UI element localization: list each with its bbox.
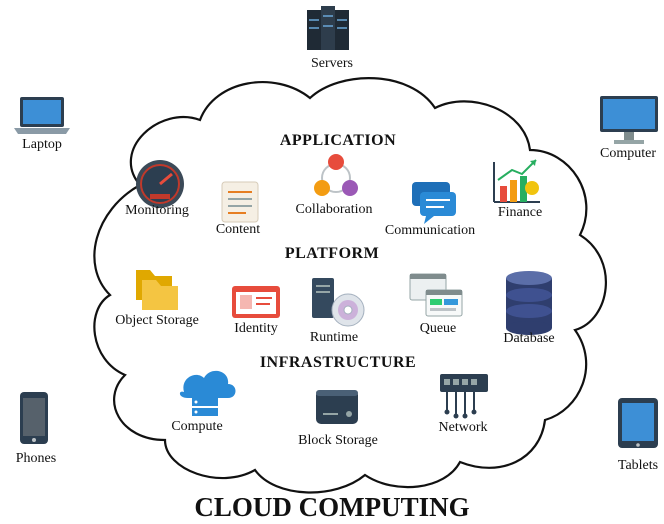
- section-title-application: APPLICATION: [279, 132, 397, 149]
- app-item-communication: Communication: [384, 223, 476, 238]
- section-title-infrastructure: INFRASTRUCTURE: [259, 354, 417, 371]
- platform-item-object-storage: Object Storage: [115, 313, 199, 328]
- infra-item-block-storage: Block Storage: [298, 433, 378, 448]
- app-item-finance: Finance: [497, 205, 543, 220]
- device-label-laptop: Laptop: [22, 137, 62, 152]
- phone-icon: [20, 392, 48, 444]
- collaboration-icon: [314, 154, 358, 196]
- platform-item-database: Database: [503, 331, 555, 346]
- document-icon: [221, 181, 259, 223]
- laptop-icon: [14, 97, 70, 134]
- folder-icon: [136, 270, 178, 310]
- cloud-compute-icon: [179, 370, 236, 416]
- platform-item-queue: Queue: [419, 321, 457, 336]
- finance-chart-icon: [493, 159, 540, 203]
- section-title-platform: PLATFORM: [284, 245, 380, 262]
- device-label-computer: Computer: [600, 146, 656, 161]
- device-label-phones: Phones: [15, 451, 57, 466]
- page-title: CLOUD COMPUTING: [194, 492, 470, 522]
- platform-item-runtime: Runtime: [309, 330, 359, 345]
- app-item-collaboration: Collaboration: [295, 202, 373, 217]
- chat-icon: [412, 182, 456, 224]
- infra-item-compute: Compute: [171, 419, 223, 434]
- block-storage-icon: [316, 390, 358, 424]
- app-item-content: Content: [215, 222, 261, 237]
- runtime-disc-icon: [312, 278, 365, 327]
- device-label-servers: Servers: [311, 56, 353, 71]
- server-rack-icon: [307, 6, 349, 50]
- network-switch-icon: [440, 374, 488, 419]
- gauge-icon: [136, 160, 184, 208]
- app-item-monitoring: Monitoring: [125, 203, 189, 218]
- database-icon: [506, 271, 552, 335]
- monitor-icon: [600, 96, 658, 144]
- infra-item-network: Network: [438, 420, 488, 435]
- tablet-icon: [618, 398, 658, 448]
- queue-windows-icon: [409, 273, 463, 317]
- platform-item-identity: Identity: [234, 321, 278, 336]
- id-card-icon: [232, 286, 280, 318]
- device-label-tablets: Tablets: [617, 458, 659, 473]
